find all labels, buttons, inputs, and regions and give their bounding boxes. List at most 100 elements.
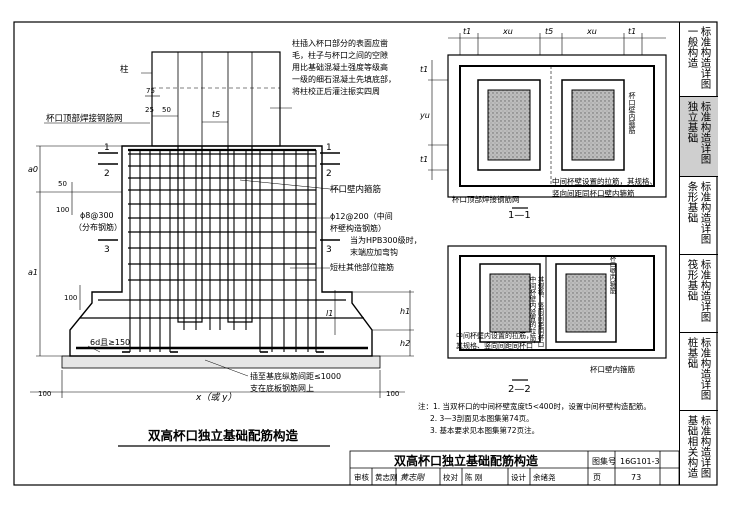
tab-isolated-foundation[interactable]: 标准构造详图 独立基础 <box>680 97 718 177</box>
tab-raft-col1: 标准构造详图 <box>699 259 712 322</box>
s11-outline <box>447 54 667 198</box>
reviewer: 黄志刚 <box>375 472 398 482</box>
tab-general-col2: 一般构造 <box>686 26 699 68</box>
section-1-1 <box>428 33 667 209</box>
rebar-vertical <box>129 150 317 352</box>
tab-pile-col1: 标准构造详图 <box>699 337 712 400</box>
s11-cup-left <box>477 79 541 171</box>
s11-dims <box>428 33 666 180</box>
rebar-horizontal <box>76 153 368 350</box>
dim-t5: t5 <box>212 110 220 119</box>
atlas-no: 16G101-3 <box>620 457 660 466</box>
label-dist-bar-2: （分布钢筋） <box>74 222 122 232</box>
main-elevation <box>30 51 414 398</box>
dim-100-left: 100 <box>56 206 69 214</box>
page-no: 73 <box>631 473 641 482</box>
s11-dim-xu2: xu <box>586 27 597 36</box>
dim-100-left2: 100 <box>64 294 77 302</box>
atlas-label: 图集号 <box>592 456 616 466</box>
page-label: 页 <box>593 473 601 482</box>
tab-related-col1: 标准构造详图 <box>699 415 712 478</box>
tab-general[interactable]: 标准构造详图 一般构造 <box>680 22 718 97</box>
tab-strip-col1: 标准构造详图 <box>699 181 712 244</box>
tab-general-col1: 标准构造详图 <box>699 26 712 89</box>
s11-dim-t1a: t1 <box>463 27 471 36</box>
dim-lines-left <box>36 145 122 357</box>
s22-vert-left-2: 其规格、竖向间距同杯口 <box>536 276 544 348</box>
s22-outline <box>447 245 667 359</box>
s11-column-left <box>487 89 531 161</box>
design-label: 设计 <box>511 472 526 482</box>
note-top-3: 用比基础混凝土强度等级高 <box>292 62 388 72</box>
dim-h1: h1 <box>400 307 410 316</box>
s22-cup-left <box>479 263 541 343</box>
s22-mesh <box>459 255 655 351</box>
label-bar12-2: 杯壁构造钢筋） <box>330 223 386 233</box>
s22-title: 2—2 <box>508 384 531 395</box>
label-dist-bar-1: ϕ8@300 <box>80 211 114 220</box>
review-label: 审核 <box>354 472 369 482</box>
sheet-title: 双高杯口独立基础配筋构造 <box>394 453 539 468</box>
dim-50: 50 <box>162 106 171 114</box>
mark-3-left: 3 <box>104 245 110 255</box>
dim-100-bottom-l: 100 <box>38 390 51 398</box>
label-x: x（或 y） <box>195 392 237 403</box>
s11-dim-t5: t5 <box>545 27 553 36</box>
s11-column-right <box>571 89 615 161</box>
checker: 陈 刚 <box>465 472 482 482</box>
cup-left <box>177 146 203 323</box>
dim-50-left: 50 <box>58 180 67 188</box>
s22-vert-right: 杯口壁内箍筋 <box>608 254 616 295</box>
tab-related-structure[interactable]: 标准构造详图 基础相关构造 <box>680 411 718 485</box>
s11-top-mesh: 杯口顶部焊接钢筋网 <box>452 194 520 204</box>
note-1: 注：1. 当双杯口的中间杯壁宽度t5<400时，设置中间杯壁构造配筋。 <box>418 401 651 411</box>
column-outline <box>151 51 281 147</box>
s11-dim-xu1: xu <box>502 27 513 36</box>
s11-dim-t1b: t1 <box>628 27 636 36</box>
tab-strip-foundation[interactable]: 标准构造详图 条形基础 <box>680 177 718 255</box>
s22-vert-left-1: 中间杯壁内设置的拉筋， <box>528 275 536 348</box>
dim-75: 75 <box>146 87 155 95</box>
s22-column-right <box>565 273 607 333</box>
dim-lines-bottom <box>30 370 405 398</box>
s22-note-2: 其规格、竖向间距同杯口 <box>456 341 533 350</box>
label-hook: 6d且≥150 <box>90 338 130 347</box>
s22-cup-right <box>555 263 617 343</box>
reviewer-signature: 黄志剛 <box>400 473 426 482</box>
dim-100-bottom-r: 100 <box>386 390 399 398</box>
check-label: 校对 <box>443 472 458 482</box>
label-column: 柱 <box>120 64 129 75</box>
mark-1-left: 1 <box>104 143 110 153</box>
tab-pile-foundation[interactable]: 标准构造详图 桩基础 <box>680 333 718 411</box>
note-2: 2. 3—3剖面见本图集第74页。 <box>430 413 534 423</box>
s11-title: 1—1 <box>508 210 531 221</box>
dim-25: 25 <box>145 106 154 114</box>
mark-2-left: 2 <box>104 169 110 179</box>
dim-lines-right <box>322 290 414 357</box>
mark-2-right: 2 <box>326 169 332 179</box>
section-2-2 <box>447 245 667 381</box>
designer: 余绪尧 <box>533 472 556 482</box>
s11-cup-right <box>561 79 625 171</box>
label-cup-top-mesh: 杯口顶部焊接钢筋网 <box>46 113 123 124</box>
dim-l1: l1 <box>326 309 333 318</box>
section-cut-marks <box>98 152 340 241</box>
s11-mid-tie-1: 中间杯壁设置的拉筋，其规格、 <box>552 176 657 186</box>
tab-raft-foundation[interactable]: 标准构造详图 筏形基础 <box>680 255 718 333</box>
leader-lines <box>44 72 341 377</box>
dim-lines-top <box>145 95 228 123</box>
dim-a0: a0 <box>28 165 38 174</box>
note-top-1: 柱插入杯口部分的表面应凿 <box>292 38 388 48</box>
s22-wall-stirrup: 杯口壁内箍筋 <box>590 364 635 374</box>
dim-a1: a1 <box>28 268 38 277</box>
dim-h2: h2 <box>400 339 410 348</box>
tab-isolated-col2: 独立基础 <box>686 101 699 143</box>
label-bar12-1: ϕ12@200（中间 <box>330 211 393 221</box>
label-bar12-4: 末端应加弯钩 <box>350 247 398 257</box>
s11-dim-t1-left2: t1 <box>420 155 428 164</box>
label-bar12-3: 当为HPB300级时， <box>350 235 422 245</box>
chapter-tabs: 标准构造详图 一般构造 标准构造详图 独立基础 标准构造详图 条形基础 标准构造… <box>679 22 718 485</box>
label-insert-1: 插至基底纵筋间距≤1000 <box>250 371 341 381</box>
tab-pile-col2: 桩基础 <box>686 337 699 369</box>
